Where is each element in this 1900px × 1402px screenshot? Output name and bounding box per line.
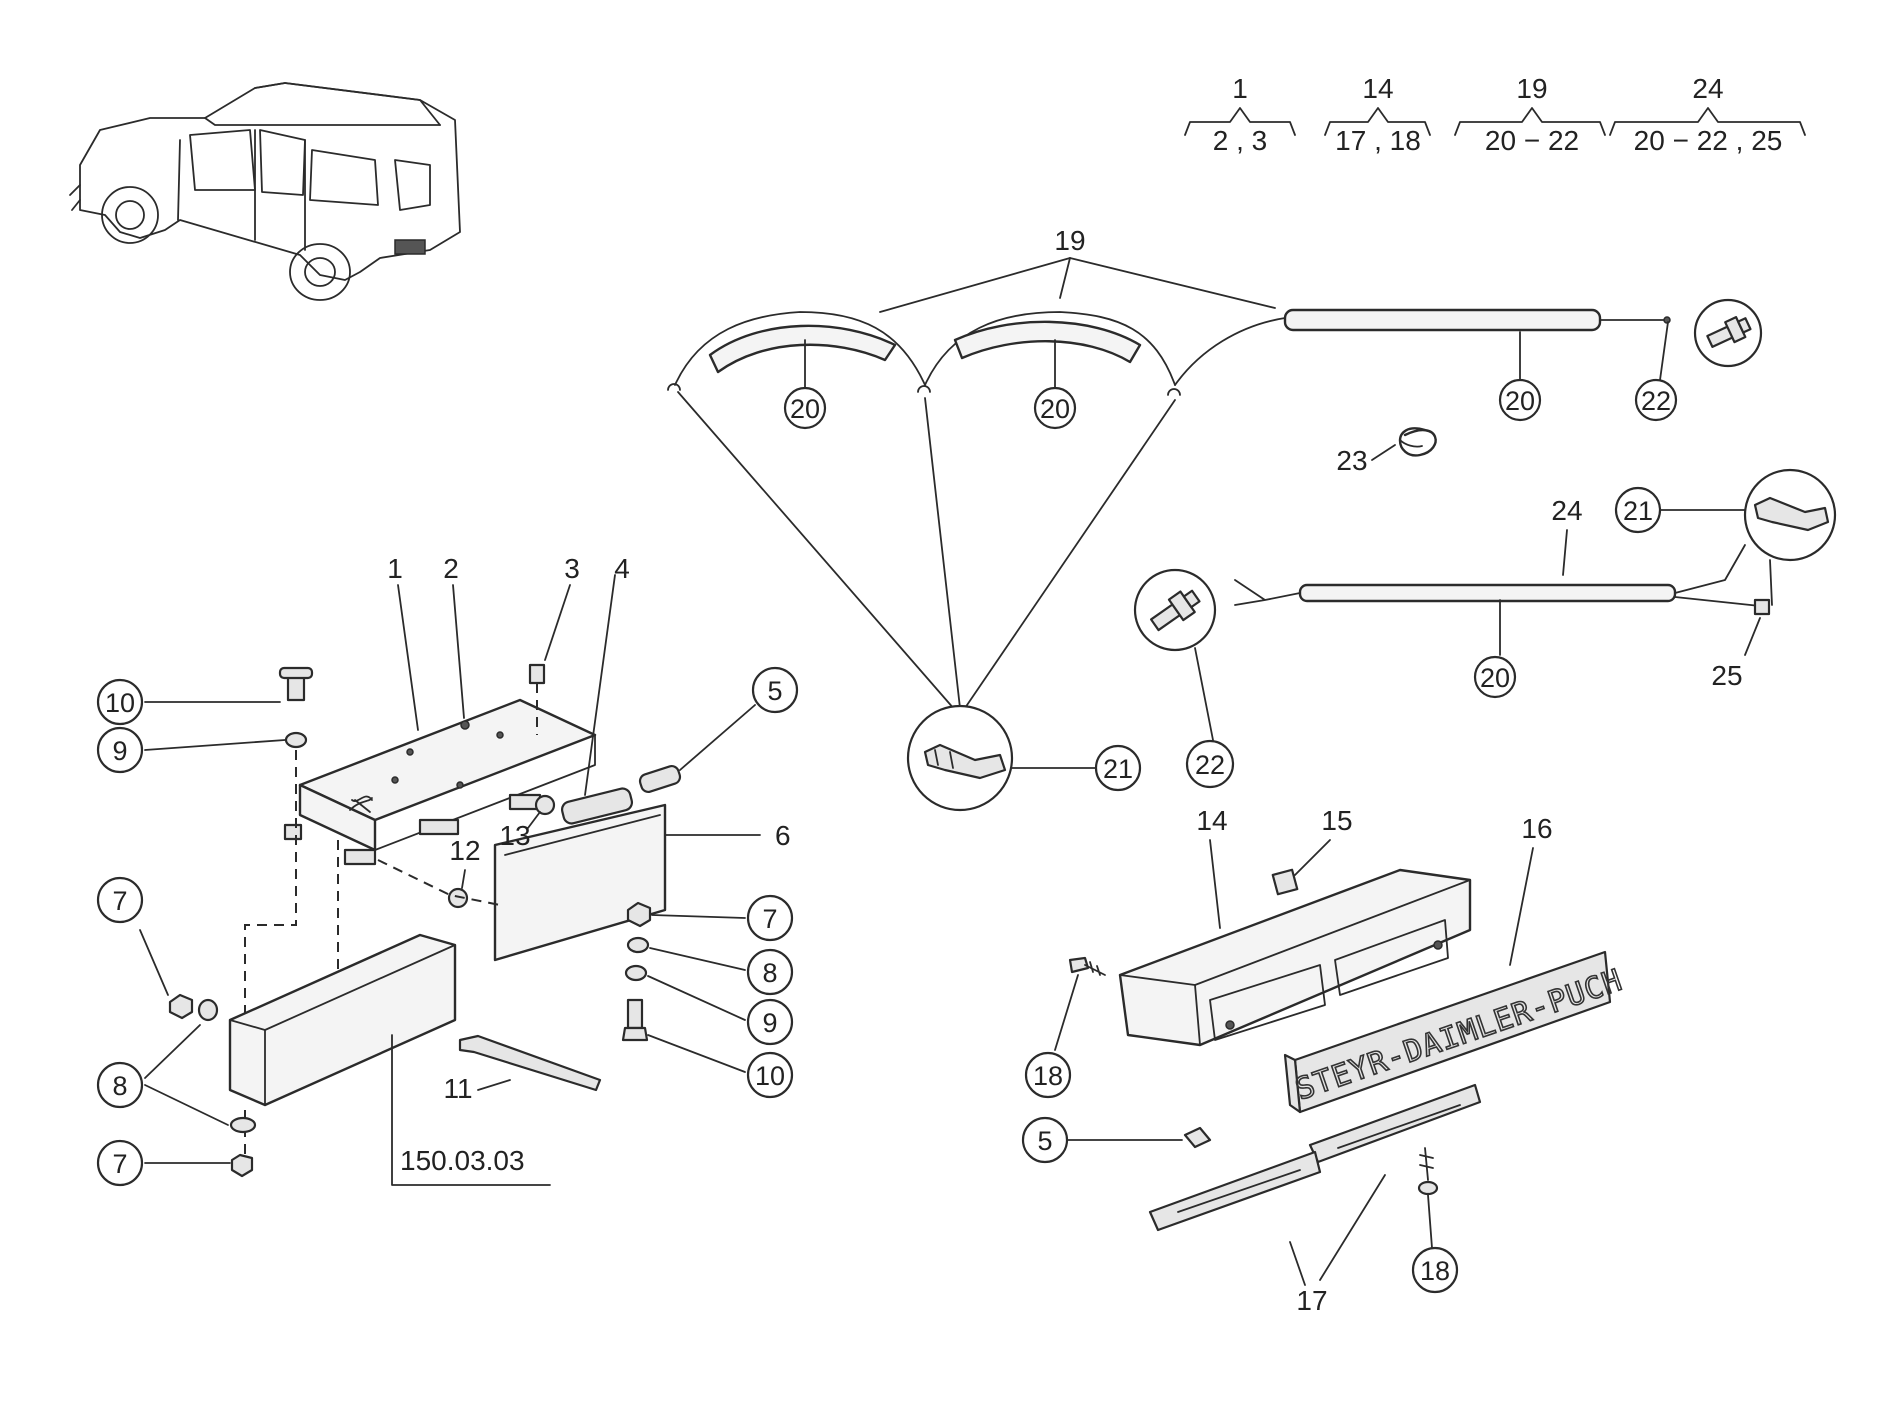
label-7: 7 [762, 904, 777, 934]
label-19: 19 [1054, 225, 1085, 256]
legend-children: 2 , 3 [1213, 125, 1267, 156]
label-23: 23 [1336, 445, 1367, 476]
label-20: 20 [1505, 386, 1535, 416]
label-20: 20 [1480, 663, 1510, 693]
callout-8 [96, 1061, 144, 1109]
callout-20 [1473, 655, 1517, 699]
callout-22 [1185, 739, 1235, 789]
label-2: 2 [443, 553, 459, 584]
label-18: 18 [1420, 1256, 1450, 1286]
label-21: 21 [1103, 754, 1133, 784]
label-15: 15 [1321, 805, 1352, 836]
label-8: 8 [112, 1071, 127, 1101]
legend-group-24: 24 20 − 22 , 25 [1609, 73, 1806, 156]
legend-children: 17 , 18 [1335, 125, 1421, 156]
label-11: 11 [443, 1073, 472, 1104]
terminal-icon [1753, 496, 1830, 532]
cable-24: 24 20 22 21 25 [1133, 468, 1837, 789]
callout-21 [1614, 486, 1662, 534]
label-22: 22 [1195, 750, 1225, 780]
legend-parent: 24 [1692, 73, 1723, 104]
legend-group-14: 14 17 , 18 [1324, 73, 1431, 156]
terminal-icon [923, 743, 1007, 780]
lamp-assembly: 6 4 5 13 12 1 2 3 10 9 [96, 553, 799, 1187]
label-5: 5 [767, 676, 782, 706]
legend: 1 2 , 3 14 17 , 18 19 20 − 22 24 20 − 22… [1184, 73, 1806, 156]
legend-children: 20 − 22 , 25 [1634, 125, 1783, 156]
label-3: 3 [564, 553, 580, 584]
label-20: 20 [790, 394, 820, 424]
label-1: 1 [387, 553, 403, 584]
label-4: 4 [614, 553, 630, 584]
callout-21 [1094, 744, 1142, 792]
legend-children: 20 − 22 [1485, 125, 1579, 156]
legend-group-19: 19 20 − 22 [1454, 73, 1606, 156]
label-9: 9 [112, 736, 127, 766]
legend-group-1: 1 2 , 3 [1184, 73, 1296, 156]
label-18: 18 [1033, 1061, 1063, 1091]
label-12: 12 [449, 835, 480, 866]
callout-7 [746, 894, 794, 942]
label-17: 17 [1296, 1285, 1327, 1316]
callout-10 [96, 678, 144, 726]
label-25: 25 [1711, 660, 1742, 691]
callout-8 [746, 948, 794, 996]
label-7: 7 [112, 1149, 127, 1179]
label-22: 22 [1641, 386, 1671, 416]
callout-22 [1634, 378, 1678, 422]
label-21: 21 [1623, 496, 1653, 526]
label-13: 13 [499, 820, 530, 851]
callout-9 [746, 998, 794, 1046]
plate-lamp-assembly: 14 15 16 18 STEYR-DAIMLER-PUCH [1021, 805, 1628, 1316]
label-7: 7 [112, 886, 127, 916]
callout-18 [1411, 1246, 1459, 1294]
screw-icon [1068, 956, 1106, 976]
label-14: 14 [1196, 805, 1227, 836]
label-9: 9 [762, 1008, 777, 1038]
label-20: 20 [1040, 394, 1070, 424]
label-6: 6 [775, 820, 791, 851]
callout-18 [1024, 1051, 1072, 1099]
label-16: 16 [1521, 813, 1552, 844]
callout-7 [96, 1139, 144, 1187]
legend-parent: 1 [1232, 73, 1248, 104]
legend-parent: 19 [1516, 73, 1547, 104]
label-24: 24 [1551, 495, 1582, 526]
legend-parent: 14 [1362, 73, 1393, 104]
label-10: 10 [105, 688, 135, 718]
callout-20 [783, 386, 827, 430]
callout-9 [96, 726, 144, 774]
harness-19: 19 20 20 20 [667, 225, 1763, 812]
reference-label: 150.03.03 [400, 1145, 525, 1176]
label-10: 10 [755, 1061, 785, 1091]
label-5: 5 [1037, 1126, 1052, 1156]
callout-5 [1021, 1116, 1069, 1164]
callout-20 [1033, 386, 1077, 430]
clip-23: 23 [1336, 427, 1437, 476]
screw-icon [1417, 1147, 1439, 1196]
vehicle-thumbnail [69, 82, 461, 301]
callout-7 [96, 876, 144, 924]
callout-20 [1498, 378, 1542, 422]
callout-5 [751, 666, 799, 714]
label-8: 8 [762, 958, 777, 988]
callout-10 [746, 1051, 794, 1099]
